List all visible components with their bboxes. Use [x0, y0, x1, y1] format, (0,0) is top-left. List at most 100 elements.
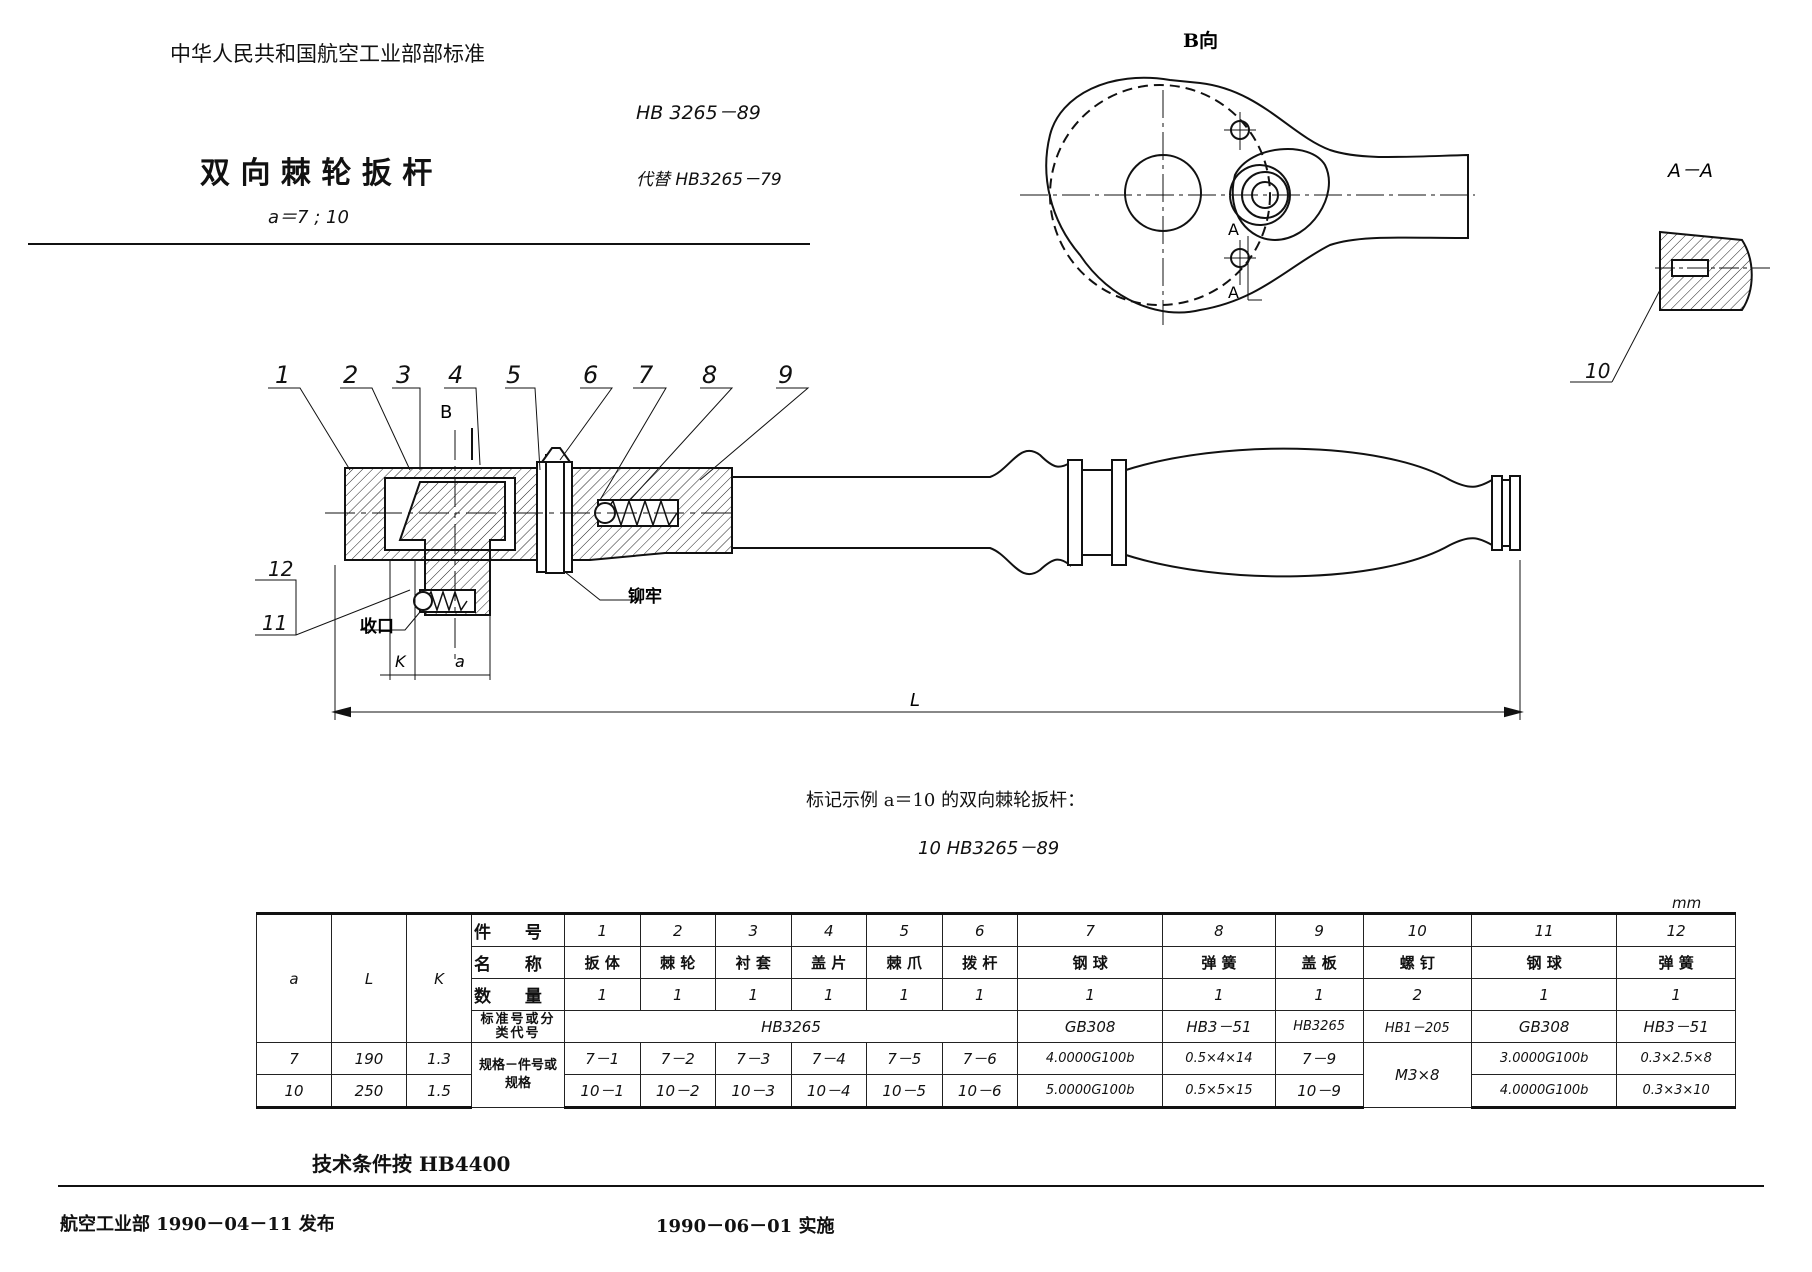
- qty-1: 1: [564, 978, 641, 1011]
- qty-8: 1: [1162, 978, 1276, 1011]
- row1-spec-3: 7－3: [715, 1042, 792, 1075]
- partno-8: 8: [1162, 912, 1276, 947]
- row2-spec-11: 4.0000G100b: [1470, 1074, 1618, 1109]
- main-view: [255, 387, 1524, 720]
- footer-rule: [58, 1185, 1764, 1187]
- qty-11: 1: [1470, 978, 1618, 1011]
- row-label-partno: 件 号: [471, 912, 565, 947]
- row2-spec-2: 10－2: [639, 1074, 716, 1109]
- std-hb3265-group: HB3265: [564, 1010, 1018, 1043]
- partno-12: 12: [1616, 912, 1736, 947]
- row2-l: 250: [331, 1074, 407, 1109]
- qty-12: 1: [1616, 978, 1736, 1011]
- name-9: 盖 板: [1274, 946, 1364, 979]
- row1-a: 7: [256, 1042, 332, 1075]
- std-8: HB3－51: [1162, 1010, 1276, 1043]
- view-b: [1020, 76, 1475, 325]
- section-mark-a-top: A: [1228, 220, 1239, 239]
- callout-6: 6: [583, 361, 598, 389]
- name-3: 衬 套: [715, 946, 792, 979]
- col-head-a: a: [256, 912, 332, 1043]
- marking-example-code: 10 HB3265－89: [918, 838, 1060, 859]
- std-10: HB1－205: [1362, 1010, 1472, 1043]
- row1-k: 1.3: [406, 1042, 472, 1075]
- callout-5: 5: [506, 361, 521, 389]
- row2-a: 10: [256, 1074, 332, 1109]
- spec-screw-10: M3×8: [1362, 1042, 1472, 1108]
- name-8: 弹 簧: [1162, 946, 1276, 979]
- row2-spec-8: 0.5×5×15: [1162, 1074, 1276, 1109]
- row1-spec-7: 4.0000G100b: [1016, 1042, 1164, 1075]
- document-title: 双 向 棘 轮 扳 杆: [200, 156, 433, 191]
- col-head-l: L: [331, 912, 407, 1043]
- issuing-org: 中华人民共和国航空工业部部标准: [170, 42, 485, 66]
- header-rule: [28, 243, 810, 245]
- row1-spec-1: 7－1: [564, 1042, 641, 1075]
- row2-spec-12: 0.3×3×10: [1616, 1074, 1736, 1109]
- label-shoukou: 收口: [360, 616, 394, 637]
- name-1: 扳 体: [564, 946, 641, 979]
- qty-9: 1: [1274, 978, 1364, 1011]
- qty-5: 1: [866, 978, 943, 1011]
- qty-2: 1: [639, 978, 716, 1011]
- name-4: 盖 片: [790, 946, 867, 979]
- row2-spec-1: 10－1: [564, 1074, 641, 1109]
- qty-4: 1: [790, 978, 867, 1011]
- std-9: HB3265: [1274, 1010, 1364, 1043]
- row2-k: 1.5: [406, 1074, 472, 1109]
- row1-spec-8: 0.5×4×14: [1162, 1042, 1276, 1075]
- partno-5: 5: [866, 912, 943, 947]
- row1-spec-11: 3.0000G100b: [1470, 1042, 1618, 1075]
- callout-4: 4: [448, 361, 463, 389]
- callout-12: 12: [268, 557, 293, 581]
- partno-7: 7: [1016, 912, 1164, 947]
- partno-4: 4: [790, 912, 867, 947]
- partno-2: 2: [639, 912, 716, 947]
- name-11: 钢 球: [1470, 946, 1618, 979]
- partno-1: 1: [564, 912, 641, 947]
- section-mark-a-bottom: A: [1228, 283, 1239, 302]
- row1-spec-9: 7－9: [1274, 1042, 1364, 1075]
- qty-3: 1: [715, 978, 792, 1011]
- name-12: 弹 簧: [1616, 946, 1736, 979]
- callout-11: 11: [262, 611, 287, 635]
- row1-spec-5: 7－5: [866, 1042, 943, 1075]
- col-head-k: K: [406, 912, 472, 1043]
- row1-spec-4: 7－4: [790, 1042, 867, 1075]
- std-7: GB308: [1016, 1010, 1164, 1043]
- row-label-name: 名 称: [471, 946, 565, 979]
- partno-11: 11: [1470, 912, 1618, 947]
- row1-spec-6: 7－6: [941, 1042, 1018, 1075]
- row-label-spec: 规格－件号或规格: [471, 1042, 565, 1108]
- callout-9: 9: [778, 361, 793, 389]
- effective-date: 1990－06－01 实施: [656, 1216, 835, 1237]
- row2-spec-7: 5.0000G100b: [1016, 1074, 1164, 1109]
- subtitle-sizes: a＝7 ; 10: [268, 207, 349, 228]
- row-label-std: 标准号或分类代号: [471, 1010, 565, 1043]
- row-label-qty: 数 量: [471, 978, 565, 1011]
- partno-3: 3: [715, 912, 792, 947]
- unit-label: mm: [1672, 894, 1702, 912]
- callout-8: 8: [702, 361, 717, 389]
- row2-spec-9: 10－9: [1274, 1074, 1364, 1109]
- row2-spec-6: 10－6: [941, 1074, 1018, 1109]
- callout-2: 2: [343, 361, 358, 389]
- dim-k: K: [395, 652, 407, 671]
- row2-spec-3: 10－3: [715, 1074, 792, 1109]
- callout-numbers: 1 2 3 4 5 6 7 8 9 10 11 12: [262, 359, 1610, 635]
- section-aa-label: A－A: [1666, 160, 1713, 182]
- dim-l: L: [910, 690, 920, 711]
- row2-spec-5: 10－5: [866, 1074, 943, 1109]
- view-arrow-b: B: [440, 402, 452, 423]
- name-5: 棘 爪: [866, 946, 943, 979]
- row1-spec-12: 0.3×2.5×8: [1616, 1042, 1736, 1075]
- partno-6: 6: [941, 912, 1018, 947]
- std-11: GB308: [1470, 1010, 1618, 1043]
- partno-10: 10: [1362, 912, 1472, 947]
- qty-10: 2: [1362, 978, 1472, 1011]
- name-2: 棘 轮: [639, 946, 716, 979]
- standard-number: HB 3265－89: [636, 102, 761, 124]
- parts-table: a L K 件 号 1 2 3 4 5 6 7 8 9 10 11 12 名 称…: [256, 912, 1736, 1109]
- row2-spec-4: 10－4: [790, 1074, 867, 1109]
